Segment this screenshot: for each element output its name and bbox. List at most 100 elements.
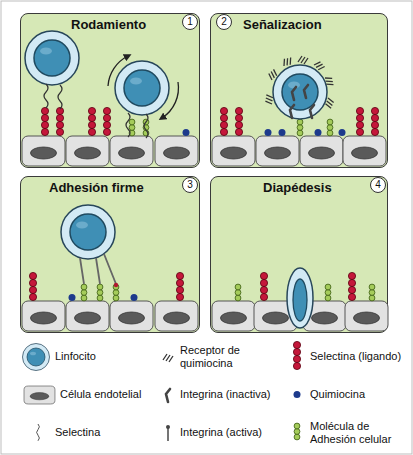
chemokine-receptor (267, 68, 279, 81)
integrin-tip (114, 283, 118, 287)
selectin-ligand (88, 107, 95, 135)
adhesion-molecule (325, 284, 331, 301)
endothelial-cell (300, 136, 343, 166)
inactive-integrin (292, 87, 296, 100)
chemokine (69, 294, 76, 301)
selectin-ligand (235, 107, 242, 135)
active-integrin (104, 254, 116, 284)
selectin (144, 114, 148, 138)
selectin (44, 84, 48, 108)
legend-selectin-icon (37, 424, 40, 441)
legend-ligand-icon (293, 341, 300, 369)
legend-text: Integrina (activa) (180, 426, 290, 439)
endothelial-cell (155, 136, 198, 166)
stage-panel: Adhesión firme (20, 176, 200, 333)
endothelial-cell (256, 136, 299, 166)
selectin-ligand (29, 272, 36, 300)
stage-panel: Diapédesis (210, 176, 388, 333)
endothelial-cell (110, 301, 153, 331)
endothelial-cell (212, 136, 255, 166)
stage-panel: Señalizacion (210, 13, 388, 168)
endothelial-cell (303, 301, 346, 331)
legend-inactive-integrin-icon (166, 389, 170, 402)
active-integrin (80, 258, 84, 284)
lymphocyte (61, 205, 115, 259)
legend-text: Célula endotelial (60, 388, 160, 401)
chemokine (183, 129, 190, 136)
endothelial-cell (343, 136, 386, 166)
migrating-lymphocyte (287, 268, 313, 328)
chemokine (315, 129, 322, 136)
inactive-integrin (310, 105, 314, 118)
legend-receptor-icon (163, 354, 173, 362)
legend-text: Receptor de quimiocina (180, 344, 280, 370)
selectin-ligand (103, 107, 110, 135)
selectin-ligand (356, 107, 363, 135)
inactive-integrin (290, 105, 294, 118)
adhesion-molecule (369, 284, 375, 301)
adhesion-molecule (129, 119, 135, 136)
migrating-nucleus (293, 279, 307, 321)
endothelial-cell (22, 136, 65, 166)
selectin-ligand (220, 107, 227, 135)
endothelial-cell (66, 301, 109, 331)
lymphocyte (25, 31, 79, 85)
legend-text: Selectina (55, 426, 155, 439)
rolling-arrow (162, 82, 178, 118)
legend-lymphocyte-icon (23, 344, 50, 371)
selectin (58, 85, 62, 109)
adhesion-molecule (297, 119, 303, 136)
selectin-ligand (56, 107, 63, 135)
chemokine (339, 129, 346, 136)
legend-active-integrin-icon (166, 425, 170, 441)
selectin (126, 113, 130, 137)
adhesion-molecule (143, 119, 149, 136)
legend-text: Quimiocina (310, 388, 410, 401)
chemokine-receptor (264, 94, 274, 105)
legend-text: Linfocito (55, 350, 155, 363)
panel-title: Adhesión firme (49, 180, 144, 195)
active-integrin (96, 258, 100, 284)
adhesion-molecule (327, 119, 333, 136)
panel-title: Diapédesis (263, 180, 332, 195)
lymphocyte (115, 61, 169, 115)
legend-text: Integrina (inactiva) (180, 388, 290, 401)
panel-title: Señalizacion (243, 17, 322, 32)
endothelial-cell (345, 301, 388, 331)
legend-adhesion-icon (294, 423, 300, 440)
inactive-integrin (304, 85, 308, 98)
chemokine-receptor (313, 60, 326, 72)
endothelial-cell (66, 136, 109, 166)
chemokine-receptor (325, 98, 334, 109)
lymphocyte (273, 65, 327, 119)
endothelial-cell (110, 136, 153, 166)
stage-panel: Rodamiento (20, 13, 200, 168)
adhesion-molecule (97, 284, 103, 301)
legend-text: Molécula de Adhesión celular (310, 420, 410, 446)
chemokine (265, 129, 272, 136)
legend-cell-icon (24, 386, 55, 404)
adhesion-molecule (81, 284, 87, 301)
selectin-ligand (176, 272, 183, 300)
legend-text: Selectina (ligando) (310, 350, 413, 363)
selectin-ligand (371, 107, 378, 135)
chemokine-receptor (281, 56, 294, 68)
panel-title: Rodamiento (71, 17, 146, 32)
chemokine-receptor (298, 56, 308, 64)
endothelial-cell (155, 301, 198, 331)
chemokine (131, 294, 138, 301)
endothelial-cell (212, 301, 255, 331)
rolling-arrow (108, 56, 128, 86)
chemokine-receptor (323, 75, 335, 88)
selectin-ligand (348, 272, 355, 300)
adhesion-molecule (235, 284, 241, 301)
selectin-ligand (41, 107, 48, 135)
legend-chemokine-icon (294, 391, 301, 398)
endothelial-cell (22, 301, 65, 331)
adhesion-molecule (113, 284, 119, 301)
selectin-ligand (260, 272, 267, 300)
chemokine (279, 129, 286, 136)
endothelial-cell (254, 301, 297, 331)
